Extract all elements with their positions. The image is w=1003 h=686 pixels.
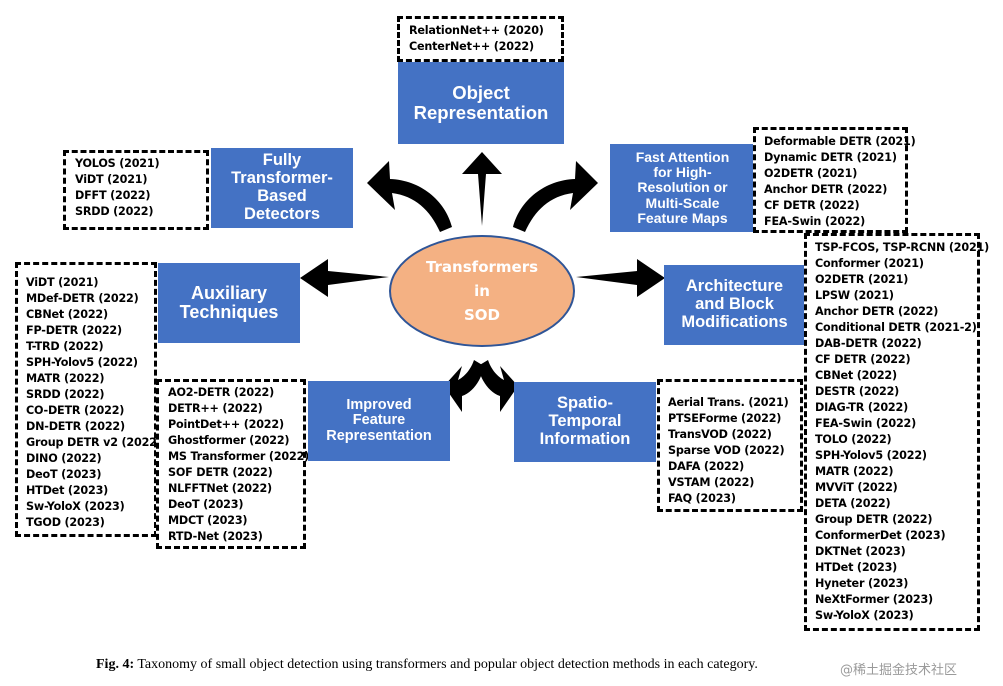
method-item: Deformable DETR (2021): [764, 135, 916, 148]
caption-prefix: Fig. 4:: [96, 657, 135, 672]
category-object-representation: Object Representation: [398, 62, 564, 144]
method-item: FP-DETR (2022): [26, 324, 122, 337]
method-item: Aerial Trans. (2021): [668, 396, 789, 409]
method-item: HTDet (2023): [815, 561, 898, 574]
method-item: MATR (2022): [815, 465, 894, 478]
method-item: NeXtFormer (2023): [815, 593, 933, 606]
method-item: SRDD (2022): [75, 205, 154, 218]
category-improved-feature-representation: Improved Feature Representation: [308, 381, 450, 461]
method-item: MDef-DETR (2022): [26, 292, 139, 305]
method-item: PTSEForme (2022): [668, 412, 782, 425]
methods-box-fast-attention: Deformable DETR (2021) Dynamic DETR (202…: [753, 127, 916, 233]
method-item: MVViT (2022): [815, 481, 898, 494]
arrow-upright-icon: [513, 161, 598, 232]
method-item: TSP-FCOS, TSP-RCNN (2021): [815, 241, 990, 254]
method-item: Sparse VOD (2022): [668, 444, 785, 457]
method-item: DIAG-TR (2022): [815, 401, 908, 414]
methods-box-fully-transformer: YOLOS (2021) ViDT (2021) DFFT (2022) SRD…: [63, 150, 209, 230]
method-item: ViDT (2021): [26, 276, 99, 289]
category-architecture-block-modifications: Architecture and Block Modifications: [664, 265, 805, 345]
methods-box-auxiliary: ViDT (2021) MDef-DETR (2022) CBNet (2022…: [15, 262, 162, 537]
method-item: DFFT (2022): [75, 189, 151, 202]
method-item: MATR (2022): [26, 372, 105, 385]
method-item: Conditional DETR (2021-2): [815, 321, 977, 334]
method-item: Conformer (2021): [815, 257, 924, 270]
methods-box-object-representation: RelationNet++ (2020) CenterNet++ (2022): [397, 16, 564, 62]
arrow-downleft-icon: [444, 360, 484, 412]
method-item: RelationNet++ (2020): [409, 24, 544, 37]
method-item: Group DETR (2022): [815, 513, 933, 526]
arrow-right-icon: [576, 259, 665, 297]
method-item: DESTR (2022): [815, 385, 900, 398]
caption-text: Taxonomy of small object detection using…: [134, 657, 758, 672]
method-item: SPH-Yolov5 (2022): [26, 356, 138, 369]
category-auxiliary-techniques: Auxiliary Techniques: [158, 263, 300, 343]
method-item: CF DETR (2022): [815, 353, 911, 366]
method-item: DINO (2022): [26, 452, 102, 465]
category-fully-transformer-based-detectors: Fully Transformer- Based Detectors: [211, 148, 353, 228]
arrow-up-icon: [462, 152, 502, 226]
center-node-transformers-in-sod: Transformers in SOD: [389, 235, 575, 347]
method-item: MS Transformer (2022): [168, 450, 310, 463]
method-item: HTDet (2023): [26, 484, 109, 497]
method-item: DKTNet (2023): [815, 545, 906, 558]
method-item: TGOD (2023): [26, 516, 105, 529]
method-item: AO2-DETR (2022): [168, 386, 275, 399]
method-item: FEA-Swin (2022): [764, 215, 866, 228]
methods-box-spatio-temporal: Aerial Trans. (2021) PTSEForme (2022) Tr…: [657, 379, 803, 512]
method-item: DN-DETR (2022): [26, 420, 125, 433]
method-item: FAQ (2023): [668, 492, 736, 505]
method-item: CBNet (2022): [26, 308, 108, 321]
method-item: TOLO (2022): [815, 433, 892, 446]
method-item: T-TRD (2022): [26, 340, 104, 353]
method-item: DAFA (2022): [668, 460, 745, 473]
method-item: SOF DETR (2022): [168, 466, 273, 479]
method-item: O2DETR (2021): [815, 273, 909, 286]
method-item: DeoT (2023): [26, 468, 102, 481]
method-item: DeoT (2023): [168, 498, 244, 511]
method-item: Sw-YoloX (2023): [815, 609, 914, 622]
method-item: DETR++ (2022): [168, 402, 263, 415]
method-item: SRDD (2022): [26, 388, 105, 401]
arrow-downright-icon: [478, 360, 518, 412]
method-item: DETA (2022): [815, 497, 891, 510]
methods-box-improved-feature: AO2-DETR (2022) DETR++ (2022) PointDet++…: [156, 379, 310, 549]
method-item: NLFFTNet (2022): [168, 482, 272, 495]
method-item: VSTAM (2022): [668, 476, 755, 489]
arrow-left-icon: [300, 259, 389, 297]
method-item: SPH-Yolov5 (2022): [815, 449, 927, 462]
methods-box-architecture: TSP-FCOS, TSP-RCNN (2021) Conformer (202…: [804, 233, 990, 631]
method-item: Sw-YoloX (2023): [26, 500, 125, 513]
method-item: CenterNet++ (2022): [409, 40, 534, 53]
arrow-upleft-icon: [367, 161, 452, 232]
method-item: YOLOS (2021): [75, 157, 160, 170]
method-item: DAB-DETR (2022): [815, 337, 922, 350]
figure-caption: Fig. 4: Taxonomy of small object detecti…: [96, 657, 758, 673]
method-item: O2DETR (2021): [764, 167, 858, 180]
method-item: FEA-Swin (2022): [815, 417, 917, 430]
method-item: ViDT (2021): [75, 173, 148, 186]
method-item: RTD-Net (2023): [168, 530, 263, 543]
method-item: Ghostformer (2022): [168, 434, 290, 447]
method-item: ConformerDet (2023): [815, 529, 946, 542]
watermark: @稀土掘金技术社区: [840, 663, 958, 678]
method-item: LPSW (2021): [815, 289, 894, 302]
method-item: TransVOD (2022): [668, 428, 772, 441]
method-item: PointDet++ (2022): [168, 418, 284, 431]
method-item: Anchor DETR (2022): [764, 183, 888, 196]
method-item: Anchor DETR (2022): [815, 305, 939, 318]
method-item: CF DETR (2022): [764, 199, 860, 212]
category-fast-attention: Fast Attention for High- Resolution or M…: [610, 144, 755, 232]
method-item: Dynamic DETR (2021): [764, 151, 897, 164]
method-item: CO-DETR (2022): [26, 404, 125, 417]
method-item: Hyneter (2023): [815, 577, 909, 590]
category-spatio-temporal-information: Spatio- Temporal Information: [514, 382, 656, 462]
method-item: CBNet (2022): [815, 369, 897, 382]
method-item: MDCT (2023): [168, 514, 248, 527]
method-item: Group DETR v2 (2022): [26, 436, 162, 449]
